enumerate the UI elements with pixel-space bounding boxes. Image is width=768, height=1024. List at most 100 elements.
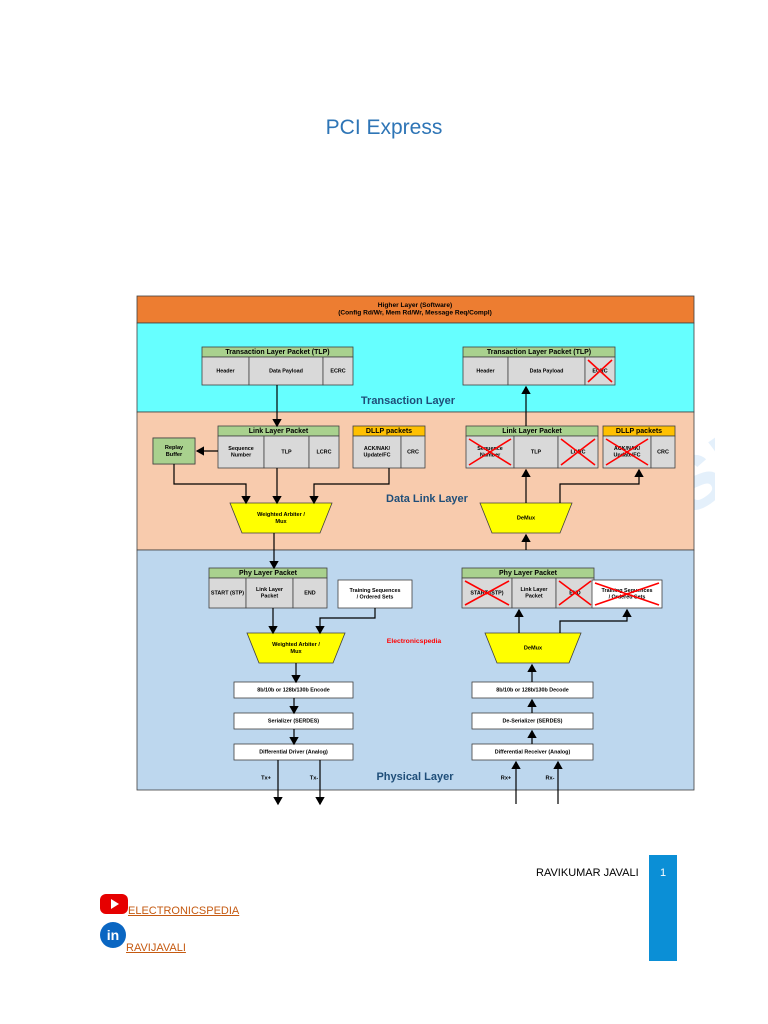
llp-tx-cell-3-label: LCRC (317, 449, 332, 455)
dllp-rx-cross-1-b (605, 438, 649, 466)
tlp-rx-cell-2 (507, 356, 586, 386)
dllp-tx-cell-1-label-line-2: Update/FC (364, 453, 391, 459)
arrow-dllp-to-mux (309, 468, 390, 505)
page-number: 1 (659, 867, 667, 879)
brand-label: Electronicspedia (387, 638, 442, 645)
training-rx-label-line-2: / Ordered Sets (609, 595, 646, 601)
phy-demux (484, 632, 582, 664)
training-rx-cross-b (594, 582, 660, 606)
dl-mux-label-line-1: Weighted Arbiter / (257, 512, 305, 518)
pin-tx-plus: Tx+ (261, 775, 272, 781)
llp-tx-cell-1 (217, 435, 265, 469)
linkedin-link-row: in RAVIJAVALI (100, 922, 186, 954)
dl-mux (229, 502, 333, 534)
page-title: PCI Express (325, 116, 443, 139)
training-tx-label-line-1: Training Sequences (350, 588, 401, 594)
youtube-link[interactable]: ELECTRONICSPEDIA (128, 905, 240, 917)
pin-rx-plus: Rx+ (501, 775, 512, 781)
tlp-tx-cell-2-label: Data Payload (269, 368, 303, 374)
replay-buffer-fill (152, 437, 196, 465)
youtube-icon[interactable] (100, 894, 128, 914)
tlp-tx-cell-1 (201, 356, 250, 386)
llp-rx-cell-2-label: TLP (531, 449, 542, 455)
encode-block-label: 8b/10b or 128b/130b Encode (257, 687, 330, 693)
dllp-rx-cell-1-label-line-1: ACK/NAK/ (614, 446, 641, 452)
llp-rx-cross-3-b (560, 438, 596, 466)
phy-mux-label-line-1: Weighted Arbiter / (272, 642, 320, 648)
arrow-replay-to-mux (173, 464, 251, 505)
dl-demux (479, 502, 573, 534)
linkedin-link[interactable]: RAVIJAVALI (126, 942, 186, 954)
dllp-tx-title: DLLP packets (366, 428, 412, 435)
phy-mux-label-line-2: Mux (290, 649, 302, 655)
tlp-tx-title: Transaction Layer Packet (TLP) (225, 349, 329, 356)
pin-rx-minus: Rx- (545, 775, 554, 781)
tlp-tx-cell-3-label: ECRC (330, 368, 345, 374)
higher-layer-label-line-1: Higher Layer (Software) (378, 302, 452, 309)
llp-tx-cell-1-label-line-2: Number (231, 453, 252, 459)
arrow-demux-to-training (559, 608, 632, 633)
tlp-rx-title: Transaction Layer Packet (TLP) (487, 349, 591, 356)
higher-layer-band (136, 295, 695, 324)
llp-tx-cell-1-label-line-1: Sequence (228, 446, 253, 452)
llp-tx-cell-2 (263, 435, 310, 469)
data-link-layer-label: Data Link Layer (386, 493, 469, 505)
higher-layer-label-line-2: (Config Rd/Wr, Mem Rd/Wr, Message Req/Co… (338, 310, 492, 317)
training-tx (337, 579, 413, 609)
phy-mux (246, 632, 346, 664)
author-name: RAVIKUMAR JAVALI (536, 867, 639, 879)
page-number-bar: 1 (649, 855, 677, 961)
dllp-rx-cell-1-label-line-2: Update/FC (614, 453, 641, 459)
dllp-tx-cell-2 (400, 435, 426, 469)
tlp-rx-cell-2-label: Data Payload (530, 368, 564, 374)
dl-demux-label: DeMux (517, 515, 536, 521)
arrow-training-to-phymux (315, 608, 376, 635)
phy-tx-cell-3 (292, 577, 328, 609)
driver-block-label: Differential Driver (Analog) (259, 749, 328, 755)
training-rx-label-line-1: Training Sequences (602, 588, 653, 594)
phy-tx-cell-2-label-line-1: Link Layer (256, 587, 284, 593)
llp-tx-cell-3 (308, 435, 340, 469)
phy-tx-cell-1-label: START (STP) (211, 590, 244, 596)
dllp-rx-cell-2-label: CRC (657, 449, 669, 455)
physical-layer-label: Physical Layer (376, 771, 454, 783)
llp-rx-title: Link Layer Packet (502, 428, 562, 435)
serializer-block-label: Serializer (SERDES) (268, 718, 319, 724)
tlp-tx-cell-1-label: Header (216, 368, 235, 374)
deserializer-block-label: De-Serializer (SERDES) (503, 718, 563, 724)
phy-tx-cell-1 (208, 577, 247, 609)
llp-tx-cell-2-label: TLP (281, 449, 292, 455)
llp-rx-cell-1-label-line-1: Sequence (477, 446, 502, 452)
receiver-block-label: Differential Receiver (Analog) (495, 749, 571, 755)
tlp-tx-cell-3 (322, 356, 354, 386)
phy-tx-cell-2-label-line-2: Packet (261, 594, 279, 600)
youtube-link-row: ELECTRONICSPEDIA (100, 894, 240, 917)
dllp-rx-title: DLLP packets (616, 428, 662, 435)
dllp-rx-cell-2 (650, 435, 676, 469)
decode-block-label: 8b/10b or 128b/130b Decode (496, 687, 569, 693)
tlp-rx-cell-1-label: Header (476, 368, 495, 374)
replay-buffer-text-line-1: Replay (165, 445, 184, 451)
phy-rx-title: Phy Layer Packet (499, 570, 558, 577)
phy-rx-cell-2-label-line-2: Packet (525, 594, 543, 600)
llp-rx-cell-2 (513, 435, 559, 469)
llp-tx-title: Link Layer Packet (249, 428, 309, 435)
phy-tx-cell-2 (245, 577, 294, 609)
replay-buffer-text-line-2: Buffer (166, 452, 183, 458)
dllp-tx-cell-1-label-line-1: ACK/NAK/ (364, 446, 391, 452)
phy-tx-title: Phy Layer Packet (239, 570, 298, 577)
arrow-dldemux-to-dllp (559, 468, 644, 503)
phy-rx-cell-2-label-line-1: Link Layer (521, 587, 549, 593)
phy-rx-cross-3-b (558, 580, 592, 606)
phy-rx-cross-1-b (464, 580, 510, 606)
llp-rx-cell-1-label-line-2: Number (480, 453, 501, 459)
tlp-rx-cell-1 (462, 356, 509, 386)
transaction-layer-label: Transaction Layer (361, 395, 456, 407)
linkedin-icon[interactable]: in (100, 922, 126, 948)
training-tx-label-line-2: / Ordered Sets (357, 595, 394, 601)
dllp-tx-cell-2-label: CRC (407, 449, 419, 455)
phy-rx-cell-2 (511, 577, 557, 609)
dl-mux-label-line-2: Mux (275, 519, 287, 525)
llp-rx-cross-1-b (468, 438, 512, 466)
